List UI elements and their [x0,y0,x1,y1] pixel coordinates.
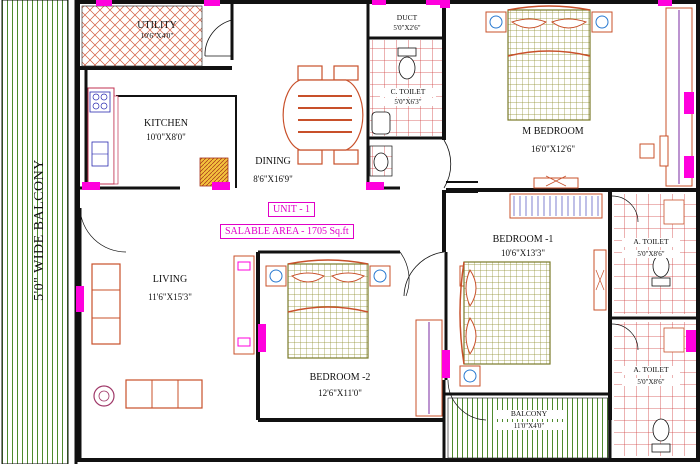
bedroom1-bed [459,261,551,387]
salable-area-tag: SALABLE AREA - 1705 Sq.ft [220,224,354,239]
study-chair-icon [639,143,655,159]
dining-table [282,65,364,165]
living-dim: 11'6"X15'3" [148,292,192,302]
tv-unit-icon [233,255,255,355]
a-toilet2-wc-icon [651,443,671,453]
bedroom2-dim: 12'6"X11'0" [318,388,362,398]
master-bed [485,5,613,121]
bedroom2-name: BEDROOM -2 [309,372,371,383]
c-toilet-wc-icon [397,47,417,57]
a-toilet2-name: A. TOILET [622,365,680,375]
walls [76,0,700,462]
balcony-small-name: BALCONY [494,409,564,419]
kitchen-dim: 10'0"X8'0" [146,132,186,142]
c-toilet-basin-icon [371,111,391,135]
dining-dim: 8'6"X16'9" [253,174,293,184]
balcony-small-dim: 11'0"X4'0" [494,422,564,431]
c-toilet-name: C. TOILET [380,87,436,97]
utility-dim: 10'6"X4'0" [140,31,174,40]
duct-dim: 5'0"X2'6" [393,24,421,32]
bedroom1-dim: 10'6"X13'3" [500,248,546,258]
dining-name: DINING [255,156,291,167]
balcony-wide-floor [1,0,69,464]
balcony-wide-label: 5'0" WIDE BALCONY [32,159,47,301]
stove-icon [89,91,111,113]
m-bedroom-tv-unit [533,177,579,189]
door-markers [76,0,696,378]
kitchen-name: KITCHEN [144,118,188,129]
bedroom1-name: BEDROOM -1 [492,234,554,245]
a-toilet1-name: A. TOILET [622,237,680,247]
c-toilet-dim: 5'0"X6'3" [380,98,436,107]
duct-name: DUCT [396,13,418,22]
a-toilet2-dim: 5'0"X8'6" [622,378,680,387]
sofa-icon [91,263,121,345]
m-bedroom-name: M BEDROOM [522,126,584,137]
bedroom2-bed [265,259,391,359]
utility-name: UTILITY [137,20,177,31]
sofa-bottom-icon [125,379,203,409]
living-name: LIVING [152,274,188,285]
a-toilet1-dim: 5'0"X8'6" [622,250,680,259]
plant-icon [93,385,115,407]
a-toilet1-wc-icon [651,277,671,287]
utility-floor [81,5,203,67]
fridge-icon [199,157,229,187]
unit-tag: UNIT - 1 [268,202,316,217]
m-bedroom-dim: 16'0"X12'6" [530,144,576,154]
washbasin-icon [373,152,389,172]
